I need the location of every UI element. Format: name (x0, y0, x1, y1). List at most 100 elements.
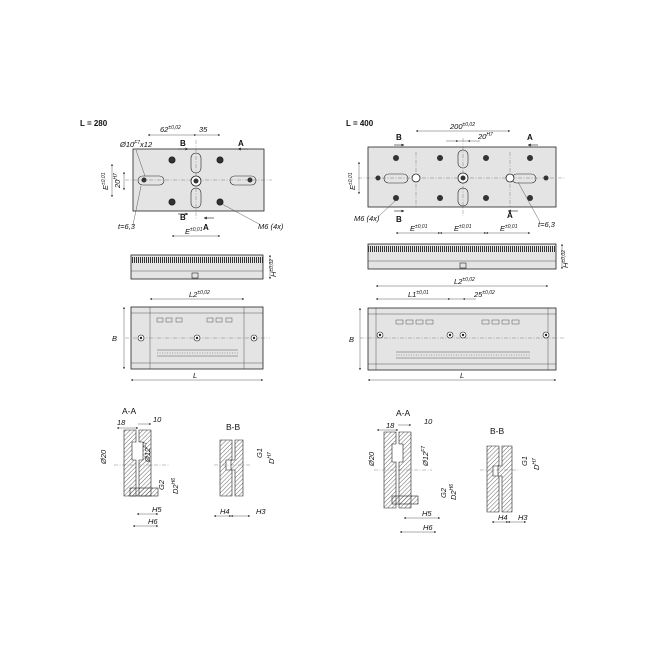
left-section-b-bottom: B (180, 213, 186, 222)
left-aa-dim-h5: H5 (152, 505, 162, 514)
left-dim-l: L (193, 371, 197, 380)
right-dim-25: 25±0,02 (473, 290, 495, 299)
right-top-view: 200±0,02 20H7 B B A A E±0,01 M6 (4x) t=6… (348, 122, 566, 234)
left-variant: L = 280 62±0, (80, 119, 284, 527)
right-aa-dim-d2: D2H6 (449, 484, 458, 500)
right-dim-e-side: E±0,01 (348, 172, 357, 190)
m6-hole (483, 155, 489, 161)
right-front-view: L2±0,02 L1±0,01 25±0,02 B L (349, 277, 564, 381)
left-slot-bottom (190, 187, 202, 209)
left-dim-35: 35 (199, 125, 208, 134)
left-bb-dim-h4: H4 (220, 507, 230, 516)
right-front-scale (395, 319, 530, 359)
left-aa-dim-g2: G2 (157, 479, 166, 490)
right-bb-title: B-B (490, 426, 505, 436)
left-section-b-top: B (180, 139, 186, 148)
left-aa-dim-h6: H6 (148, 517, 158, 526)
left-front-view: L2±0,02 B L (112, 290, 270, 381)
m6-hole (527, 195, 533, 201)
left-bb-dim-h3: H3 (256, 507, 266, 516)
m6-hole (216, 156, 224, 164)
left-dim-b: B (112, 334, 117, 343)
m6-hole (168, 156, 176, 164)
left-section-bb: B-B G1 DH7 H4 H3 (213, 422, 276, 517)
right-dim-h: H±0,02 (561, 250, 570, 268)
left-aa-dim-18: 18 (117, 418, 126, 427)
right-bb-dim-h4: H4 (498, 513, 508, 522)
left-dim-t: t=6,3 (118, 222, 136, 231)
left-section-aa: A-A 18 10 Ø20 Ø12F7 G2 D2H6 H5 H6 (99, 406, 180, 527)
left-side-view: H±0,02 (130, 254, 278, 280)
left-bb-dim-g1: G1 (255, 448, 264, 458)
right-title: L = 400 (346, 119, 374, 128)
m6-hole (393, 195, 399, 201)
left-dim-d10: Ø10F7x12 (119, 140, 153, 149)
right-aa-dim-10: 10 (424, 417, 433, 426)
left-aa-dim-d20: Ø20 (99, 449, 108, 465)
left-slot-left (137, 175, 165, 186)
right-aa-title: A-A (396, 408, 411, 418)
left-slot-top (190, 152, 202, 174)
right-slot-left (383, 173, 409, 184)
right-section-aa: A-A 18 10 Ø20 Ø12F7 G2 D2H6 H5 H6 (367, 408, 458, 533)
left-slot-right (229, 175, 257, 186)
right-dim-l: L (460, 371, 464, 380)
right-side-view: H±0,02 (367, 243, 570, 270)
right-section-a-top: A (527, 133, 533, 142)
m6-hole (393, 155, 399, 161)
left-dim-l2: L2±0,02 (189, 290, 210, 299)
right-dim-m6: M6 (4x) (354, 214, 380, 223)
right-variant: L = 400 (346, 119, 570, 533)
right-dim-l1: L1±0,01 (408, 290, 429, 299)
right-slot-top (457, 149, 469, 169)
right-slot-bottom (457, 187, 469, 207)
right-bb-dim-g1: G1 (520, 456, 529, 466)
left-dim-h: H±0,02 (269, 259, 278, 277)
m6-hole (168, 198, 176, 206)
right-dim-e2: E±0,01 (454, 224, 472, 233)
left-aa-dim-10: 10 (153, 415, 162, 424)
right-section-a-bottom: A (507, 211, 513, 220)
right-aa-dim-d20: Ø20 (367, 451, 376, 467)
left-holes (141, 156, 253, 206)
right-dim-l2: L2±0,02 (454, 277, 475, 286)
right-aa-dim-h6: H6 (423, 523, 433, 532)
left-dim-m6: M6 (4x) (258, 222, 284, 231)
left-section-a-bottom: A (203, 223, 209, 232)
m6-hole (437, 155, 443, 161)
m6-hole (483, 195, 489, 201)
right-front-body (367, 307, 557, 371)
right-dim-e1: E±0,01 (410, 224, 428, 233)
left-dim-62: 62±0,02 (160, 125, 181, 134)
m6-hole (216, 198, 224, 206)
left-aa-dim-d12: Ø12F7 (143, 442, 152, 463)
m6-hole (437, 195, 443, 201)
left-top-view: 62±0,02 35 Ø10F7x12 B B A A E±0,01 20H7 … (101, 125, 284, 237)
left-dim-e-bottom: E±0,01 (185, 227, 203, 236)
left-side-serration (131, 257, 263, 263)
right-aa-dim-d12: Ø12F7 (421, 446, 430, 467)
left-pin-hole (141, 177, 147, 183)
left-bb-title: B-B (226, 422, 241, 432)
left-aa-title: A-A (122, 406, 137, 416)
right-dim-20: 20H7 (477, 132, 493, 141)
left-pin-hole (247, 177, 253, 183)
left-section-a-top: A (238, 139, 244, 148)
left-dim-20: 20H7 (113, 173, 122, 189)
right-section-bb: B-B G1 DH7 H4 H3 (480, 426, 541, 523)
left-center-bore-inner (193, 178, 199, 184)
left-title: L = 280 (80, 119, 108, 128)
right-section-b-top: B (396, 133, 402, 142)
right-aa-dim-g2: G2 (439, 487, 448, 498)
right-dim-200: 200±0,02 (449, 122, 475, 131)
right-bb-dim-d: DH7 (532, 458, 541, 470)
right-dim-t: t=6,3 (538, 220, 556, 229)
right-aa-dim-18: 18 (386, 421, 395, 430)
left-aa-dim-d2: D2H6 (171, 478, 180, 494)
left-bb-dim-d: DH7 (267, 452, 276, 464)
right-holes (375, 155, 549, 201)
left-dim-e-side: E±0,01 (101, 172, 110, 190)
left-front-scale (156, 317, 238, 357)
right-bb-dim-h3: H3 (518, 513, 528, 522)
